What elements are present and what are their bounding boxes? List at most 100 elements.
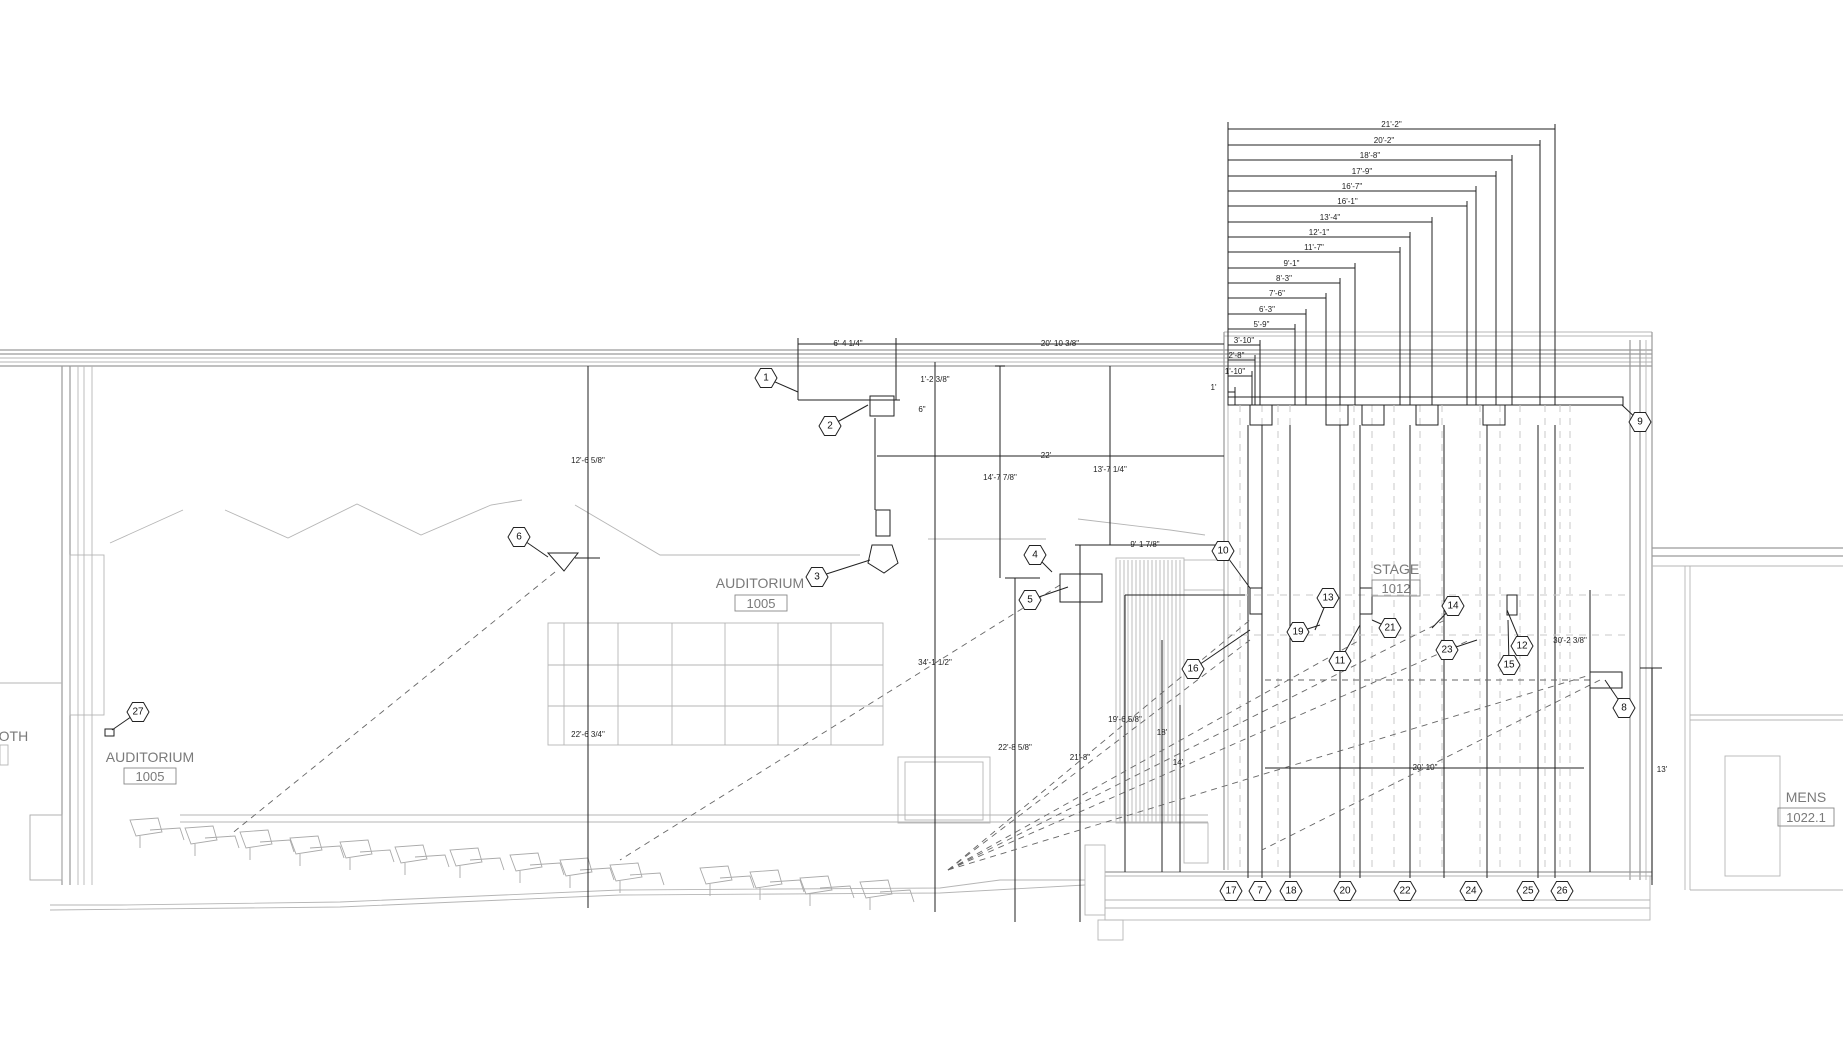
fixture-6 (546, 552, 580, 572)
dim-21-8: 21'-8" (1070, 753, 1091, 762)
room-mens-number: 1022.1 (1786, 810, 1826, 825)
tag-number: 18 (1285, 886, 1297, 897)
tag-marker (1435, 640, 1459, 660)
top-dim-label: 1' (1211, 383, 1217, 392)
dim-20-10b: 20'-10" (1413, 763, 1438, 772)
dim-22-8: 22'-8 5/8" (998, 743, 1032, 752)
tag-marker (1628, 412, 1652, 432)
top-dim-label: 16'-7" (1342, 182, 1363, 191)
room-auditorium-lower-name: AUDITORIUM (106, 749, 194, 765)
fixture-8 (1589, 671, 1623, 689)
dimension-lines: 6'-4 1/4" 20'-10 3/8" 1'-2 3/8" 6" 22' 1… (571, 338, 1668, 922)
tag-number: 9 (1637, 417, 1643, 428)
tag-marker (507, 527, 531, 547)
sight-lines (229, 571, 1601, 871)
top-dim-label: 1'-10" (1225, 367, 1246, 376)
dim-9-1: 9'-1 7/8" (1130, 540, 1159, 549)
lighting-fixtures (104, 395, 1623, 737)
room-stage-name: STAGE (1373, 561, 1419, 577)
dim-22-6: 22'-6 3/4" (571, 730, 605, 739)
dim-14-7: 14'-7 7/8" (983, 473, 1017, 482)
tag-marker (1286, 622, 1310, 642)
dim-20-10: 20'-10 3/8" (1041, 339, 1079, 348)
fixture-10 (1249, 587, 1263, 615)
tag-number: 2 (827, 421, 833, 432)
top-dim-label: 12'-1" (1309, 228, 1330, 237)
tag-marker (1393, 881, 1417, 901)
tag-marker (1333, 881, 1357, 901)
tag-number: 3 (814, 572, 820, 583)
dim-22: 22' (1041, 451, 1052, 460)
tag-marker (1612, 698, 1636, 718)
fixture-5 (1059, 573, 1103, 603)
room-auditorium-upper-name: AUDITORIUM (716, 575, 804, 591)
dim-30-2: 30'-2 3/8" (1553, 636, 1587, 645)
top-dim-label: 21'-2" (1381, 120, 1402, 129)
tag-number: 15 (1503, 660, 1515, 671)
window-grid (547, 622, 884, 746)
dim-6-4: 6'-4 1/4" (833, 339, 862, 348)
tag-marker (1316, 588, 1340, 608)
tag-number: 25 (1522, 886, 1534, 897)
top-dim-label: 3'-10" (1234, 336, 1255, 345)
fixture-12 (1506, 594, 1518, 616)
tag-number: 17 (1225, 886, 1237, 897)
tag-marker (805, 567, 829, 587)
tag-number: 4 (1032, 550, 1038, 561)
top-dim-label: 7'-6" (1269, 289, 1285, 298)
fixture-27 (104, 728, 115, 737)
tag-marker (818, 416, 842, 436)
tag-marker (1181, 659, 1205, 679)
dim-19-6: 19'-6 5/8" (1108, 715, 1142, 724)
tag-number: 6 (516, 532, 522, 543)
tag-marker (1441, 596, 1465, 616)
tag-marker (1459, 881, 1483, 901)
tag-number: 16 (1187, 664, 1199, 675)
tag-marker (1018, 590, 1042, 610)
top-dim-label: 17'-9" (1352, 167, 1373, 176)
tag-number: 5 (1027, 595, 1033, 606)
tag-number: 7 (1257, 886, 1263, 897)
tag-number: 11 (1335, 656, 1346, 667)
tag-marker (1510, 636, 1534, 656)
tag-number: 26 (1556, 886, 1568, 897)
dim-1-2: 1'-2 3/8" (920, 375, 949, 384)
tag-marker (126, 702, 150, 722)
curtain-pleats (1119, 560, 1181, 823)
dim-6in: 6" (918, 405, 925, 414)
room-booth-name: OOTH (0, 728, 28, 744)
tag-number: 14 (1447, 601, 1459, 612)
fixture-3 (867, 544, 899, 574)
tag-number: 8 (1621, 703, 1627, 714)
tag-marker (1279, 881, 1303, 901)
auditorium-seating (29, 814, 915, 910)
tag-number: 22 (1399, 886, 1411, 897)
tag-marker (1497, 655, 1521, 675)
top-dimension-stack: 21'-2"20'-2"18'-8"17'-9"16'-7"16'-1"13'-… (1211, 120, 1556, 405)
top-dim-label: 6'-3" (1259, 305, 1275, 314)
tag-marker (1219, 881, 1243, 901)
top-dim-label: 11'-7" (1304, 243, 1324, 252)
tag-marker (1550, 881, 1574, 901)
tag-number: 23 (1441, 645, 1453, 656)
batten-fixture-c (1361, 404, 1385, 426)
top-dim-label: 2'-8" (1229, 351, 1245, 360)
tag-number: 24 (1465, 886, 1477, 897)
tag-number: 13 (1322, 593, 1334, 604)
tag-number: 12 (1516, 641, 1528, 652)
top-dim-label: 5'-9" (1254, 320, 1270, 329)
dim-34-1: 34'-1 1/2" (918, 658, 952, 667)
top-dim-label: 20'-2" (1374, 136, 1395, 145)
tag-marker (1248, 881, 1272, 901)
tag-number: 21 (1384, 623, 1396, 634)
fixture-3-upper (875, 509, 891, 537)
tag-marker (1023, 545, 1047, 565)
tag-number: 19 (1292, 627, 1304, 638)
fixture-21 (1359, 587, 1373, 615)
tag-marker (1328, 651, 1352, 671)
room-stage-number: 1012 (1382, 581, 1411, 596)
room-auditorium-lower-number: 1005 (136, 769, 165, 784)
tag-marker (754, 368, 778, 388)
top-dim-label: 18'-8" (1360, 151, 1381, 160)
